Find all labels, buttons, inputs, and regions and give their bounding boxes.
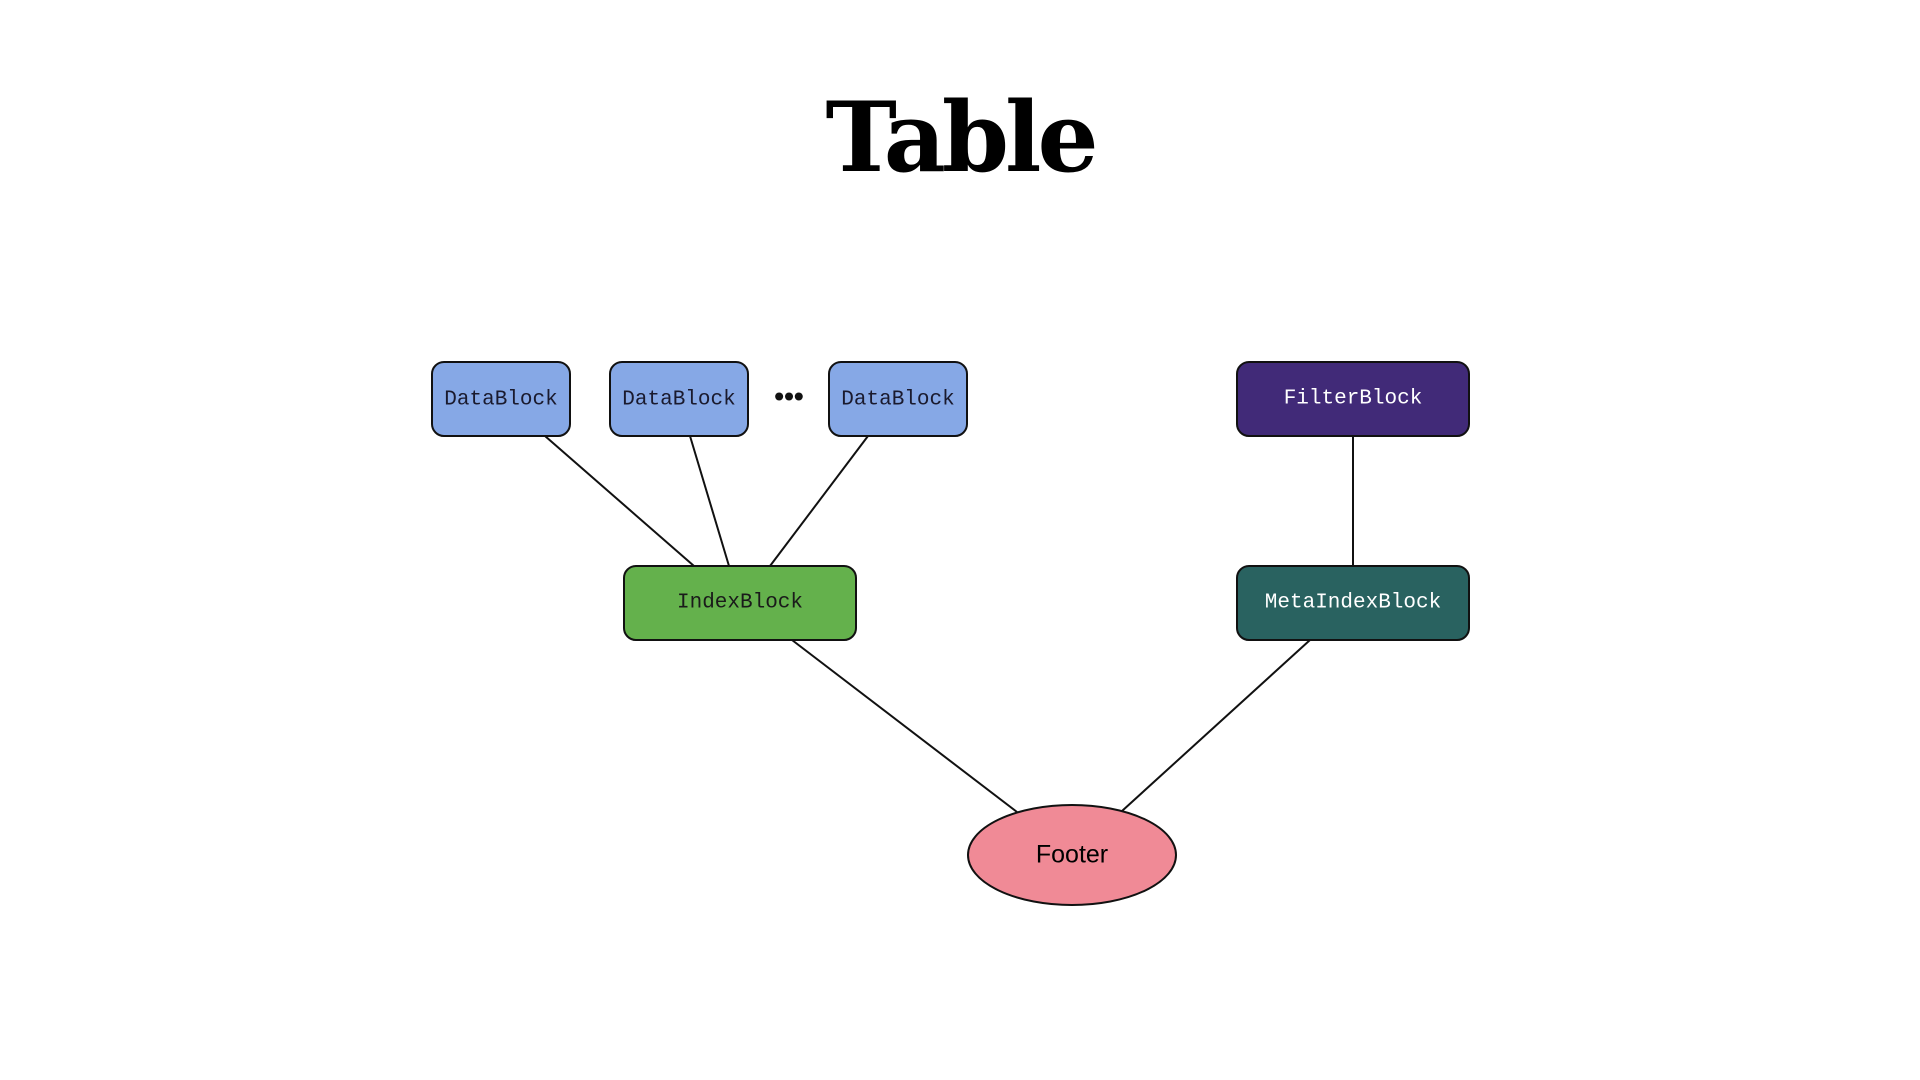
metaindexblock-box <box>1236 565 1470 641</box>
edges-layer <box>544 435 1354 813</box>
datablock-2-label: DataBlock <box>622 389 735 412</box>
indexblock-label: IndexBlock <box>677 592 803 615</box>
edge-metaindexblock-to-footer <box>1121 639 1311 812</box>
metaindexblock-label: MetaIndexBlock <box>1265 592 1441 615</box>
datablock-2-box <box>609 361 749 437</box>
edge-datablock-3-to-indexblock <box>769 435 869 567</box>
edge-datablock-1-to-indexblock <box>544 435 695 567</box>
edge-indexblock-to-footer <box>791 639 1018 813</box>
datablock-3-box <box>828 361 968 437</box>
filterblock-box <box>1236 361 1470 437</box>
node-footer: Footer <box>967 804 1177 906</box>
footer-label: Footer <box>1036 841 1108 869</box>
filterblock-label: FilterBlock <box>1284 388 1423 411</box>
node-indexblock: IndexBlock <box>623 565 857 641</box>
node-datablock-3: DataBlock <box>828 361 968 437</box>
node-metaindexblock: MetaIndexBlock <box>1236 565 1470 641</box>
datablock-3-label: DataBlock <box>841 389 954 412</box>
ellipsis-dots: ••• <box>774 380 803 411</box>
node-datablock-1: DataBlock <box>431 361 571 437</box>
edge-datablock-2-to-indexblock <box>689 435 730 567</box>
node-datablock-2: DataBlock <box>609 361 749 437</box>
datablock-1-box <box>431 361 571 437</box>
datablock-1-label: DataBlock <box>444 389 557 412</box>
node-filterblock: FilterBlock <box>1236 361 1470 437</box>
indexblock-box <box>623 565 857 641</box>
page-title: Table <box>825 81 1098 194</box>
footer-ellipse <box>967 804 1177 906</box>
